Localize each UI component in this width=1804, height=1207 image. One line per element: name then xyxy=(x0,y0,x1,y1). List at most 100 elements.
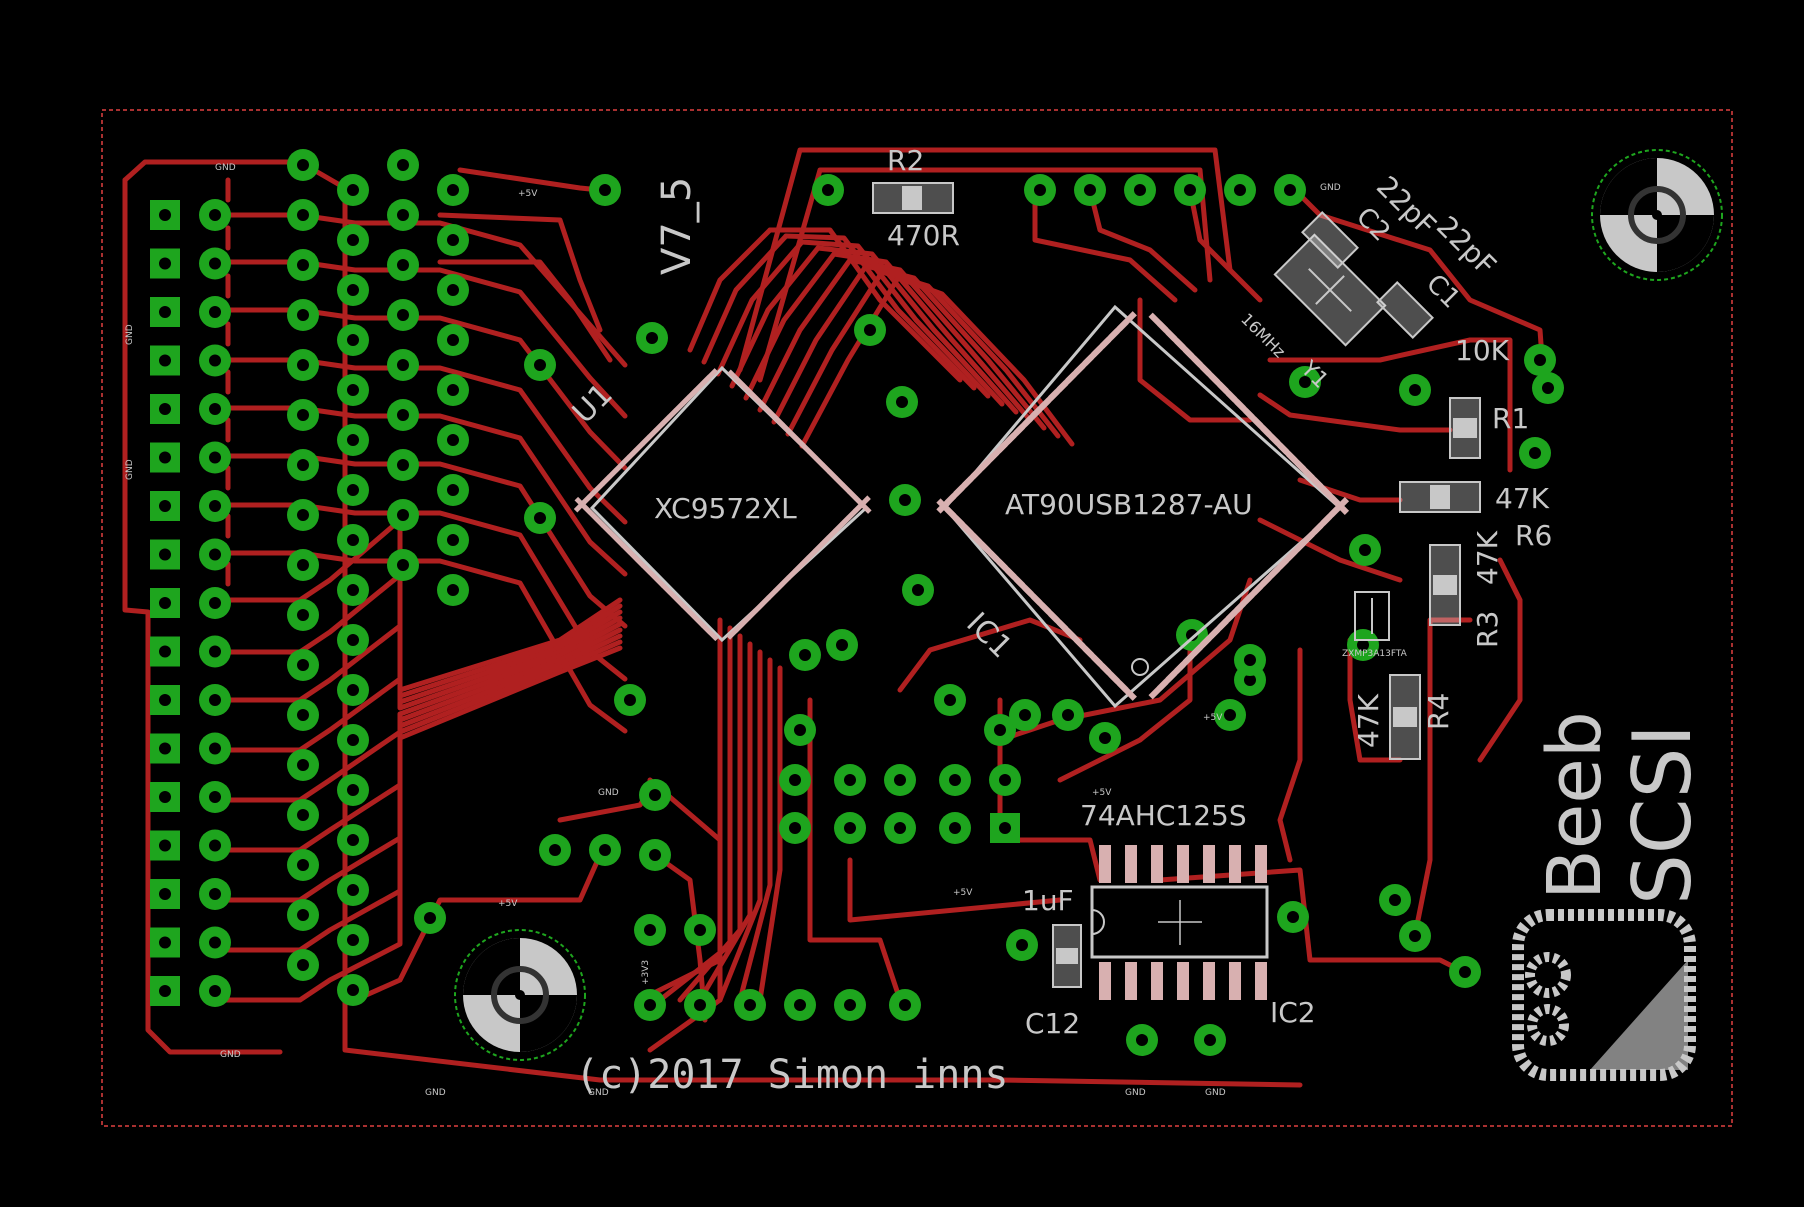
pad-drill xyxy=(297,209,309,221)
pad-drill xyxy=(159,597,171,609)
pad-drill xyxy=(397,559,409,571)
pad-drill xyxy=(397,159,409,171)
r6-value-label: 47K xyxy=(1495,482,1550,515)
trace xyxy=(757,167,1213,383)
trace xyxy=(207,645,623,1003)
trace xyxy=(1287,182,1548,403)
r2-value-label: 470R xyxy=(887,219,960,252)
trace xyxy=(715,239,805,377)
ic1-value-label: AT90USB1287-AU xyxy=(1005,488,1253,521)
pad-drill xyxy=(794,724,806,736)
trace xyxy=(847,857,1063,923)
trace xyxy=(1187,187,1263,303)
r3-value-label: 47K xyxy=(1471,530,1504,585)
q1-body xyxy=(1354,591,1390,641)
pad-drill xyxy=(844,822,856,834)
ic1-pins xyxy=(936,311,1350,701)
crystal-y1 xyxy=(1273,233,1387,347)
q1-value-label: ZXMP3A13FTA xyxy=(1342,649,1408,659)
trace xyxy=(997,577,1253,743)
c1-ref-label: C1 xyxy=(1420,269,1466,315)
pad-drill xyxy=(644,924,656,936)
net-label-gnd-top: GND xyxy=(215,163,236,173)
ic2-pin xyxy=(1255,962,1267,1000)
pad-drill xyxy=(534,512,546,524)
pad-drill xyxy=(297,459,309,471)
pad-drill xyxy=(694,924,706,936)
pad-drill xyxy=(209,500,221,512)
trace xyxy=(895,275,1075,447)
copyright-label: (c)2017 Simon inns xyxy=(575,1052,1008,1098)
pad-drill xyxy=(209,791,221,803)
net-label-5v-mid: +5V xyxy=(498,899,518,909)
ic2-pin xyxy=(1203,962,1215,1000)
net-label-gnd-left-1: GND xyxy=(125,324,135,345)
pad-drill xyxy=(397,409,409,421)
pad-drill xyxy=(599,184,611,196)
trace xyxy=(207,639,623,953)
net-label-gnd-mid: GND xyxy=(598,788,619,798)
pad-drill xyxy=(159,403,171,415)
pad-drill xyxy=(209,451,221,464)
pad-drill xyxy=(297,509,309,521)
pad-drill xyxy=(159,694,171,706)
pad-drill xyxy=(644,999,656,1011)
pad-drill xyxy=(1234,184,1246,196)
pad-drill xyxy=(159,645,171,658)
pad-drill xyxy=(397,259,409,271)
pad-drill xyxy=(1299,376,1311,388)
pad-drill xyxy=(347,284,359,296)
trace xyxy=(1057,647,1193,783)
board-outline xyxy=(101,109,1733,1127)
trace xyxy=(807,697,903,1003)
pad-drill xyxy=(894,822,906,834)
owl-logo xyxy=(1512,909,1696,1081)
c12-value-label: 1uF xyxy=(1022,884,1074,917)
pad-drill xyxy=(159,742,171,755)
ic2-pin xyxy=(1229,845,1241,883)
trace xyxy=(799,239,991,399)
pad-drill xyxy=(1409,930,1421,942)
trace xyxy=(737,657,773,1003)
pad-drill xyxy=(1287,911,1299,923)
trace xyxy=(207,572,623,699)
pad-drill xyxy=(447,334,459,346)
pad-drill xyxy=(649,789,661,801)
pad-drill xyxy=(347,784,359,796)
logo-text-scsi: SCSI xyxy=(1616,724,1709,905)
pad-drill xyxy=(209,694,221,706)
ic2-ref-label: IC2 xyxy=(1270,996,1316,1029)
pad-drill xyxy=(347,934,359,946)
trace xyxy=(717,649,763,1003)
net-label-gnd-bottom-2: GND xyxy=(425,1088,446,1098)
pad-drill xyxy=(159,257,171,270)
u1-pin xyxy=(853,496,872,514)
trace xyxy=(757,665,783,1003)
pad-drill xyxy=(159,548,171,561)
trace xyxy=(737,147,1233,373)
trace xyxy=(757,257,853,413)
pad-drill xyxy=(599,844,611,856)
pad-drill xyxy=(447,384,459,396)
r6-ref-label: R6 xyxy=(1515,519,1552,552)
pad-drill xyxy=(994,724,1006,736)
pad-drill xyxy=(549,844,561,856)
pad-drill xyxy=(297,259,309,271)
pad-drill xyxy=(1357,639,1369,651)
pad-drill xyxy=(1459,966,1471,978)
r1-ref-label: R1 xyxy=(1492,402,1529,435)
pad-drill xyxy=(297,159,309,171)
r4-ref-label: R4 xyxy=(1422,693,1455,730)
pad-drill xyxy=(447,584,459,596)
pad-drill xyxy=(297,659,309,671)
pad-drill xyxy=(209,403,221,415)
pad-drill xyxy=(949,774,961,786)
pad-drill xyxy=(949,822,961,834)
ic1-pin1-marker xyxy=(1131,658,1149,676)
pad-drill xyxy=(694,999,706,1011)
pad-drill xyxy=(159,791,171,803)
pad-drill xyxy=(159,888,171,900)
pad-drill xyxy=(864,324,876,336)
trace xyxy=(743,251,837,401)
u1-pin xyxy=(726,622,745,640)
